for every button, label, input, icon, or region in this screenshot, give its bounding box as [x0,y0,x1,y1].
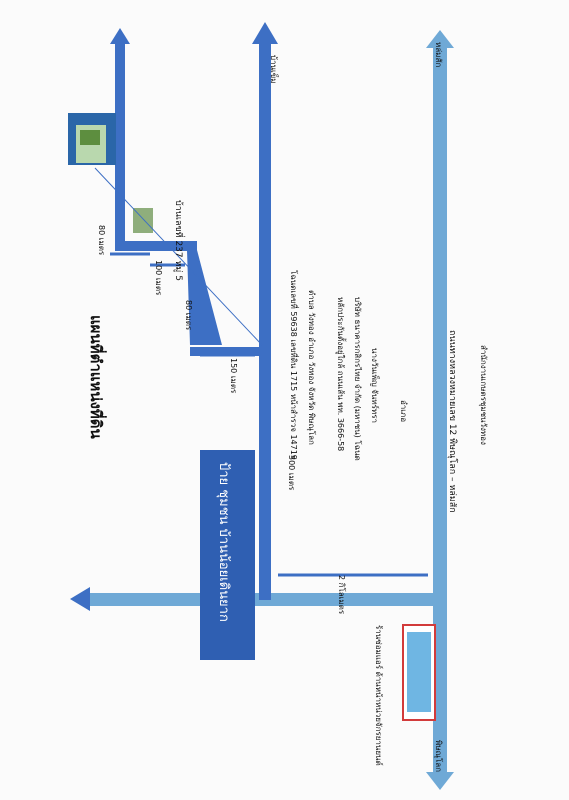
distance-2km: 2 กิโลเมตร [337,575,346,615]
highway-arrow-top [426,30,454,48]
road-main-end-left: พิษณุโลก [434,740,443,773]
highway-arrow-bottom [426,772,454,790]
distance-500m: 500 เมตร [287,455,296,491]
distance-markers [110,252,428,577]
distance-80m-b: 80 เมตร [184,300,193,331]
info-line-1: โฉนดเลขที่ 59638 เลขที่ดิน 1715 หน้าสำรว… [289,270,298,460]
connector-arrow-left [70,587,90,611]
village-road [252,22,278,600]
road-main-label: ถนนทางหลวงหมายเลข 12 พิษณุโลก – หล่มสัก [447,330,457,513]
info-line-4: บริษัท ธนาคารกสิกรไทย จำกัด (มหาชน) โฉนด [353,297,362,461]
branch-road [110,28,260,356]
info-line-3: หลักประกันตั้งอยู่ใกล้ ถนนเส้น พท. 3666-… [336,297,345,452]
road-main-note: สำนักงานเกษตรชุมชนวังทอง [479,345,488,445]
village-sign [200,450,255,660]
info-line-6: อำเภอ [399,400,408,423]
village-road-end: บ้านเข็ม [269,55,278,84]
distance-150m: 150 เมตร [229,358,238,394]
map-title: แผนที่ตำแหน่งที่ดิน [87,315,105,439]
pointer-line [94,167,263,346]
distance-100m: 100 เมตร [154,260,163,296]
info-line-2: ตำบล วังทอง อำเภอ วังทอง จังหวัด พิษณุโล… [307,290,316,445]
shop-photo [402,624,436,721]
land-plot-photo [68,113,153,233]
road-main-end-right: หล่มสัก [434,42,443,68]
village-road-arrow-top [252,22,278,44]
shop-label: ร้านซ่อมแอร์ ด้านหน้าหน่วยจักรยานยนต์ [374,625,383,766]
distance-80m-a: 80 เมตร [97,225,106,256]
main-highway [426,30,454,790]
info-line-5: นางวันเพ็ญ จันทร์ทรา [370,348,379,423]
house-number: บ้านเลขที่ 237 หมู่ 5 [173,200,183,281]
village-sign-text: ป้าย ชุมชน บ้านน้อยเดินยาก [216,462,231,622]
